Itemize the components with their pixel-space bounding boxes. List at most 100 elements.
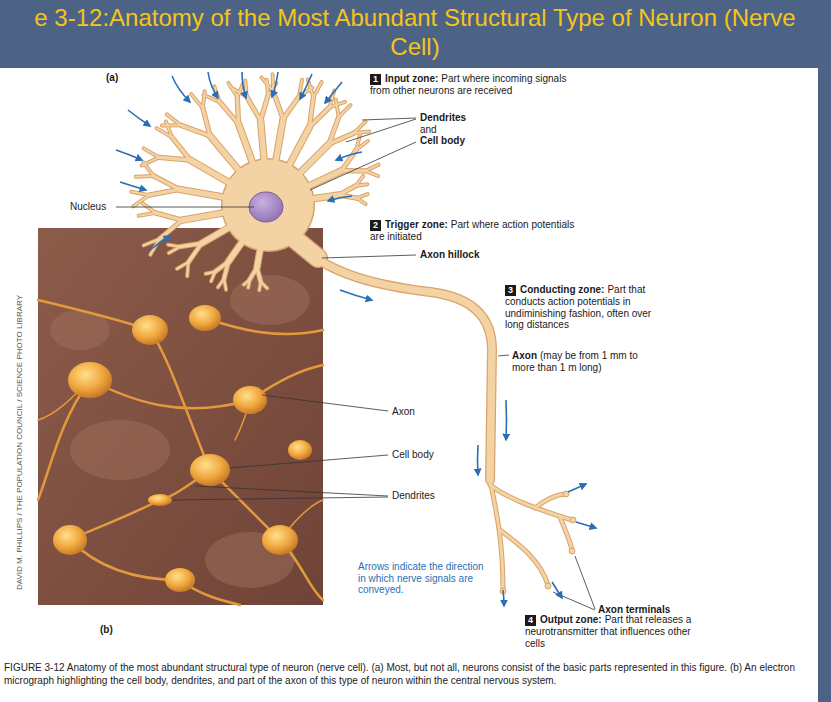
label-text: Axon [512, 350, 537, 361]
dendrite-branch [215, 261, 228, 271]
dendrite-branch [356, 184, 367, 185]
dendrite-branch [365, 171, 378, 176]
neuron-body [131, 74, 576, 594]
dendrite-branch [139, 213, 156, 216]
dendrite-branch [237, 97, 238, 124]
dendrite-branch [180, 243, 201, 246]
dendrite-branch [218, 279, 224, 287]
dendrite-branch [149, 189, 179, 195]
dendrite-branch [267, 80, 268, 96]
dendrite-branch [168, 245, 180, 247]
label-text: Trigger zone: [385, 219, 448, 230]
photo-credit: DAVID M. PHILLIPS / THE POPULATION COUNC… [14, 293, 26, 590]
panel-letter: (b) [100, 624, 140, 636]
micrograph-label: Dendrites [392, 490, 472, 502]
dendrite-branch [261, 282, 267, 288]
dendrite-branch [354, 132, 369, 134]
label-text: and [420, 124, 530, 136]
dendrite-branch [133, 195, 149, 206]
dendrite-branch [261, 121, 265, 166]
dendrite-branch [259, 282, 260, 290]
part-label: DendritesandCell body [420, 112, 530, 147]
dendrite-branch [143, 203, 156, 213]
dendrite-branch [283, 97, 299, 119]
dendrite-branch [244, 279, 250, 284]
dendrite-branch [341, 169, 365, 172]
label-text: Axon [392, 406, 472, 418]
dendrite-branch [187, 262, 188, 276]
dendrite-branch [162, 124, 181, 126]
dendrite-branch [218, 279, 224, 287]
label-text: Cell body [420, 135, 530, 147]
dendrite-branch [169, 247, 181, 253]
part-label: Axon hillock [420, 249, 530, 261]
dendrite-branch [336, 99, 339, 117]
dendrite-branch [224, 279, 226, 290]
dendrite-branch [167, 114, 181, 125]
dendrite-branch [339, 186, 356, 195]
dendrite-branch [172, 137, 190, 160]
dendrite-branch [237, 97, 238, 124]
dendrite-branch [155, 213, 181, 220]
dendrite-branch [143, 203, 156, 213]
zone-note: 4Output zone:Part that releases a neurot… [525, 614, 695, 649]
dendrite-branch [149, 189, 179, 195]
dendrite-branch [357, 194, 368, 198]
label-text: Axon terminals [598, 604, 688, 616]
dendrite-branch [179, 189, 228, 198]
label-text: (b) [100, 624, 140, 636]
callout-number: 4 [525, 615, 536, 626]
dendrite-branch [310, 107, 330, 127]
label-text: Cell body [392, 449, 472, 461]
label-text: DAVID M. PHILLIPS / THE POPULATION COUNC… [15, 295, 24, 590]
dendrite-branch [139, 213, 156, 216]
arrow-note: Arrows indicate the direction in which n… [358, 561, 488, 596]
dendrite-branch [131, 192, 149, 195]
dendrite-branch [191, 94, 203, 108]
dendrite-branch [136, 175, 154, 178]
dendrite-branch [154, 176, 180, 189]
dendrite-branch [187, 262, 188, 276]
dendrite-branch [159, 220, 182, 239]
dendrite-branch [159, 220, 182, 239]
dendrite-branch [313, 82, 321, 97]
slide-title: e 3-12:Anatomy of the Most Abundant Stru… [15, 3, 815, 61]
zone-note: 3Conducting zone:Part that conducts acti… [505, 284, 670, 331]
dendrite-branch [201, 225, 233, 243]
callout-number: 3 [505, 285, 516, 296]
dendrite-branch [220, 102, 239, 124]
dendrite-branch [167, 114, 181, 125]
dendrite-branch [210, 136, 242, 174]
dendrite-branch [275, 119, 283, 166]
micrograph-label: Cell body [392, 449, 472, 461]
dendrite-branch [247, 97, 261, 121]
dendrite-branch [172, 137, 190, 160]
dendrite-branch [339, 186, 356, 195]
dendrite-branch [203, 108, 210, 136]
dendrite-branch [296, 144, 329, 177]
callout-number: 1 [370, 74, 381, 85]
label-text: Conducting zone: [520, 284, 604, 295]
dendrite-branch [142, 157, 159, 165]
dendrite-branch [365, 165, 378, 171]
dendrite-branch [304, 171, 341, 188]
dendrite-branch [179, 189, 228, 198]
label-text: Input zone: [385, 73, 438, 84]
label-text: Nucleus [70, 201, 116, 213]
dendrite-branch [275, 119, 283, 166]
dendrite-branch [144, 148, 160, 157]
label-text: Dendrites [420, 112, 530, 124]
signal-arrows [116, 72, 596, 606]
dendrite-branch [273, 91, 283, 119]
label-text: Dendrites [392, 490, 472, 502]
dendrite-branch [155, 213, 181, 220]
dendrite-branch [182, 212, 229, 220]
dendrite-branch [261, 121, 265, 166]
panel-letter: (a) [106, 72, 146, 84]
dendrite-branch [365, 171, 378, 176]
zone-note: 1Input zone:Part where incoming signals … [370, 73, 585, 97]
micrograph-label: Axon [392, 406, 472, 418]
dendrite-branch [190, 160, 233, 185]
dendrite-branch [365, 165, 378, 171]
